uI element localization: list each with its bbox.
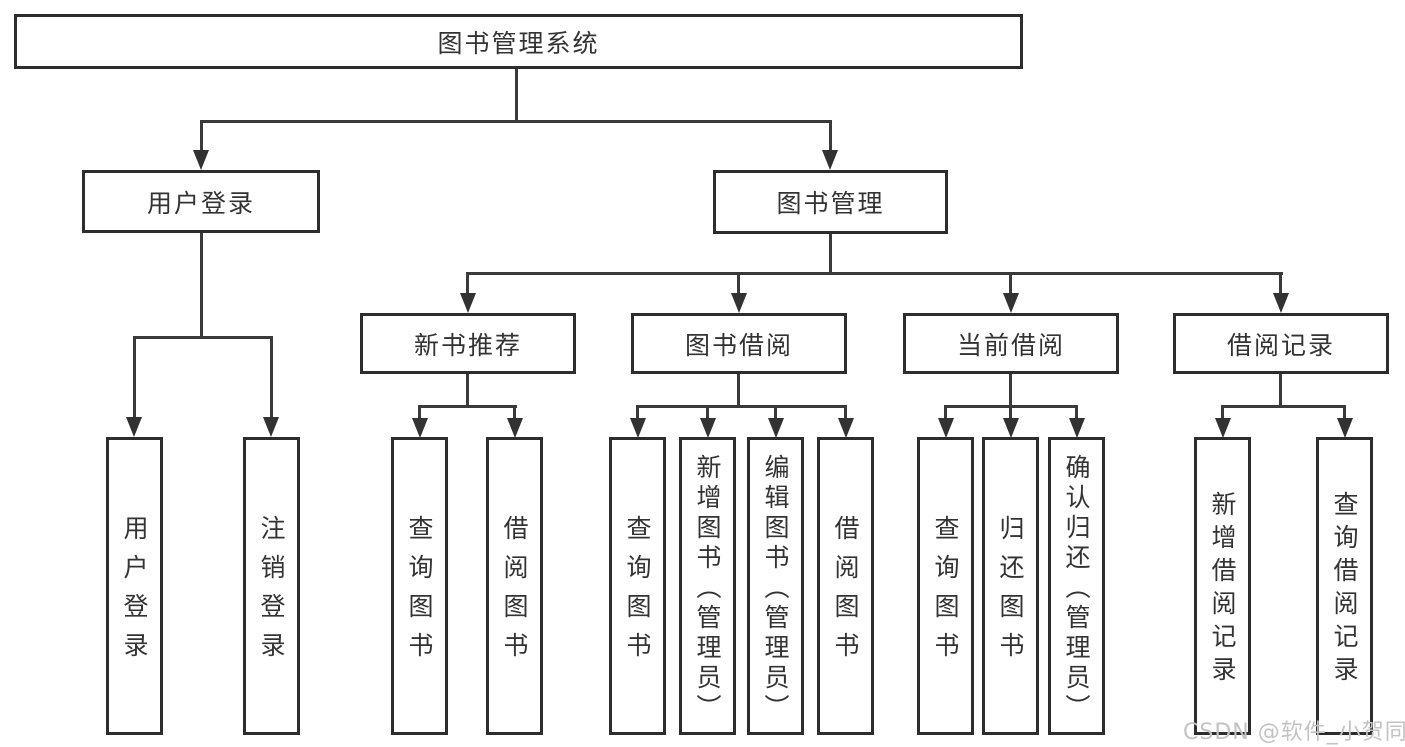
node-current-borrow: 当前借阅: [903, 313, 1119, 374]
node-borrow-record-label: 借阅记录: [1226, 330, 1335, 360]
leaf-user-login: 用户登录: [106, 437, 163, 735]
node-new-book-rec-label: 新书推荐: [413, 330, 522, 360]
leaf-rec-query-book: 查询图书: [391, 437, 448, 735]
leaf-add-book-admin: 新增图书（管理员）: [679, 437, 736, 735]
leaf-add-borrow-record-label: 新增借阅记录: [1208, 491, 1237, 689]
connector-line: [844, 405, 847, 421]
node-borrow-record: 借阅记录: [1173, 313, 1389, 374]
node-user-login-label: 用户登录: [146, 188, 255, 218]
connector-line: [270, 336, 273, 420]
arrow-down-icon: [700, 418, 716, 438]
node-book-mgmt-label: 图书管理: [776, 189, 885, 218]
leaf-borrow-query-book: 查询图书: [609, 437, 666, 735]
arrow-down-icon: [630, 418, 646, 438]
connector-line: [1221, 405, 1346, 408]
node-book-borrow: 图书借阅: [631, 313, 847, 374]
leaf-return-book-label: 归还图书: [996, 515, 1025, 671]
connector-line: [515, 69, 518, 123]
arrow-down-icon: [1215, 418, 1231, 438]
node-new-book-rec: 新书推荐: [360, 313, 576, 374]
arrow-down-icon: [1069, 418, 1085, 438]
leaf-return-book: 归还图书: [982, 437, 1039, 735]
connector-line: [1075, 405, 1078, 421]
connector-line: [1009, 405, 1012, 421]
arrow-down-icon: [263, 417, 279, 437]
connector-line: [829, 120, 832, 152]
arrow-down-icon: [1003, 293, 1019, 313]
connector-line: [418, 405, 421, 421]
leaf-current-query-book-label: 查询图书: [931, 515, 960, 671]
arrow-down-icon: [822, 150, 838, 170]
connector-line: [636, 405, 847, 408]
arrow-down-icon: [460, 293, 476, 313]
connector-line: [944, 405, 947, 421]
node-user-login: 用户登录: [82, 170, 320, 233]
arrow-down-icon: [507, 418, 523, 438]
connector-line: [737, 374, 740, 408]
arrow-down-icon: [126, 417, 142, 437]
node-book-mgmt: 图书管理: [713, 170, 948, 234]
connector-line: [1343, 405, 1346, 421]
connector-line: [1279, 272, 1282, 296]
leaf-confirm-return-admin-label: 确认归还（管理员）: [1062, 453, 1091, 724]
leaf-query-borrow-record-label: 查询借阅记录: [1330, 491, 1359, 689]
leaf-confirm-return-admin: 确认归还（管理员）: [1048, 437, 1105, 735]
connector-line: [774, 405, 777, 421]
arrow-down-icon: [1337, 418, 1353, 438]
connector-line: [200, 120, 832, 123]
leaf-add-book-admin-label: 新增图书（管理员）: [693, 453, 722, 724]
connector-line: [1009, 272, 1012, 296]
leaf-logout: 注销登录: [243, 437, 300, 735]
arrow-down-icon: [193, 150, 209, 170]
arrow-down-icon: [1003, 418, 1019, 438]
connector-line: [133, 336, 273, 339]
leaf-rec-borrow-book: 借阅图书: [486, 437, 543, 735]
arrow-down-icon: [768, 418, 784, 438]
connector-line: [1009, 374, 1012, 408]
connector-line: [737, 272, 740, 296]
node-book-borrow-label: 图书借阅: [684, 330, 793, 360]
leaf-add-borrow-record: 新增借阅记录: [1194, 437, 1251, 735]
leaf-current-query-book: 查询图书: [917, 437, 974, 735]
connector-line: [200, 120, 203, 152]
leaf-edit-book-admin: 编辑图书（管理员）: [747, 437, 804, 735]
connector-line: [200, 233, 203, 339]
arrow-down-icon: [412, 418, 428, 438]
leaf-rec-borrow-book-label: 借阅图书: [500, 515, 529, 671]
connector-line: [706, 405, 709, 421]
connector-line: [1279, 374, 1282, 408]
arrow-down-icon: [838, 418, 854, 438]
connector-line: [466, 374, 469, 408]
connector-line: [418, 405, 517, 408]
connector-line: [829, 234, 832, 275]
leaf-query-borrow-record: 查询借阅记录: [1316, 437, 1373, 735]
arrow-down-icon: [1273, 293, 1289, 313]
leaf-rec-query-book-label: 查询图书: [405, 515, 434, 671]
arrow-down-icon: [938, 418, 954, 438]
leaf-edit-book-admin-label: 编辑图书（管理员）: [761, 453, 790, 724]
connector-line: [636, 405, 639, 421]
arrow-down-icon: [731, 293, 747, 313]
watermark: CSDN @软件_小贺同学: [1183, 720, 1405, 745]
connector-line: [466, 272, 469, 296]
connector-line: [133, 336, 136, 420]
leaf-borrow-book-label: 借阅图书: [831, 515, 860, 671]
leaf-logout-label: 注销登录: [257, 515, 286, 671]
leaf-user-login-label: 用户登录: [120, 515, 149, 671]
leaf-borrow-query-book-label: 查询图书: [623, 515, 652, 671]
connector-line: [1221, 405, 1224, 421]
connector-line: [466, 272, 1283, 275]
node-root-label: 图书管理系统: [437, 28, 600, 58]
node-current-borrow-label: 当前借阅: [956, 330, 1065, 360]
connector-line: [513, 405, 516, 421]
leaf-borrow-book: 借阅图书: [817, 437, 874, 735]
node-root: 图书管理系统: [14, 14, 1023, 69]
